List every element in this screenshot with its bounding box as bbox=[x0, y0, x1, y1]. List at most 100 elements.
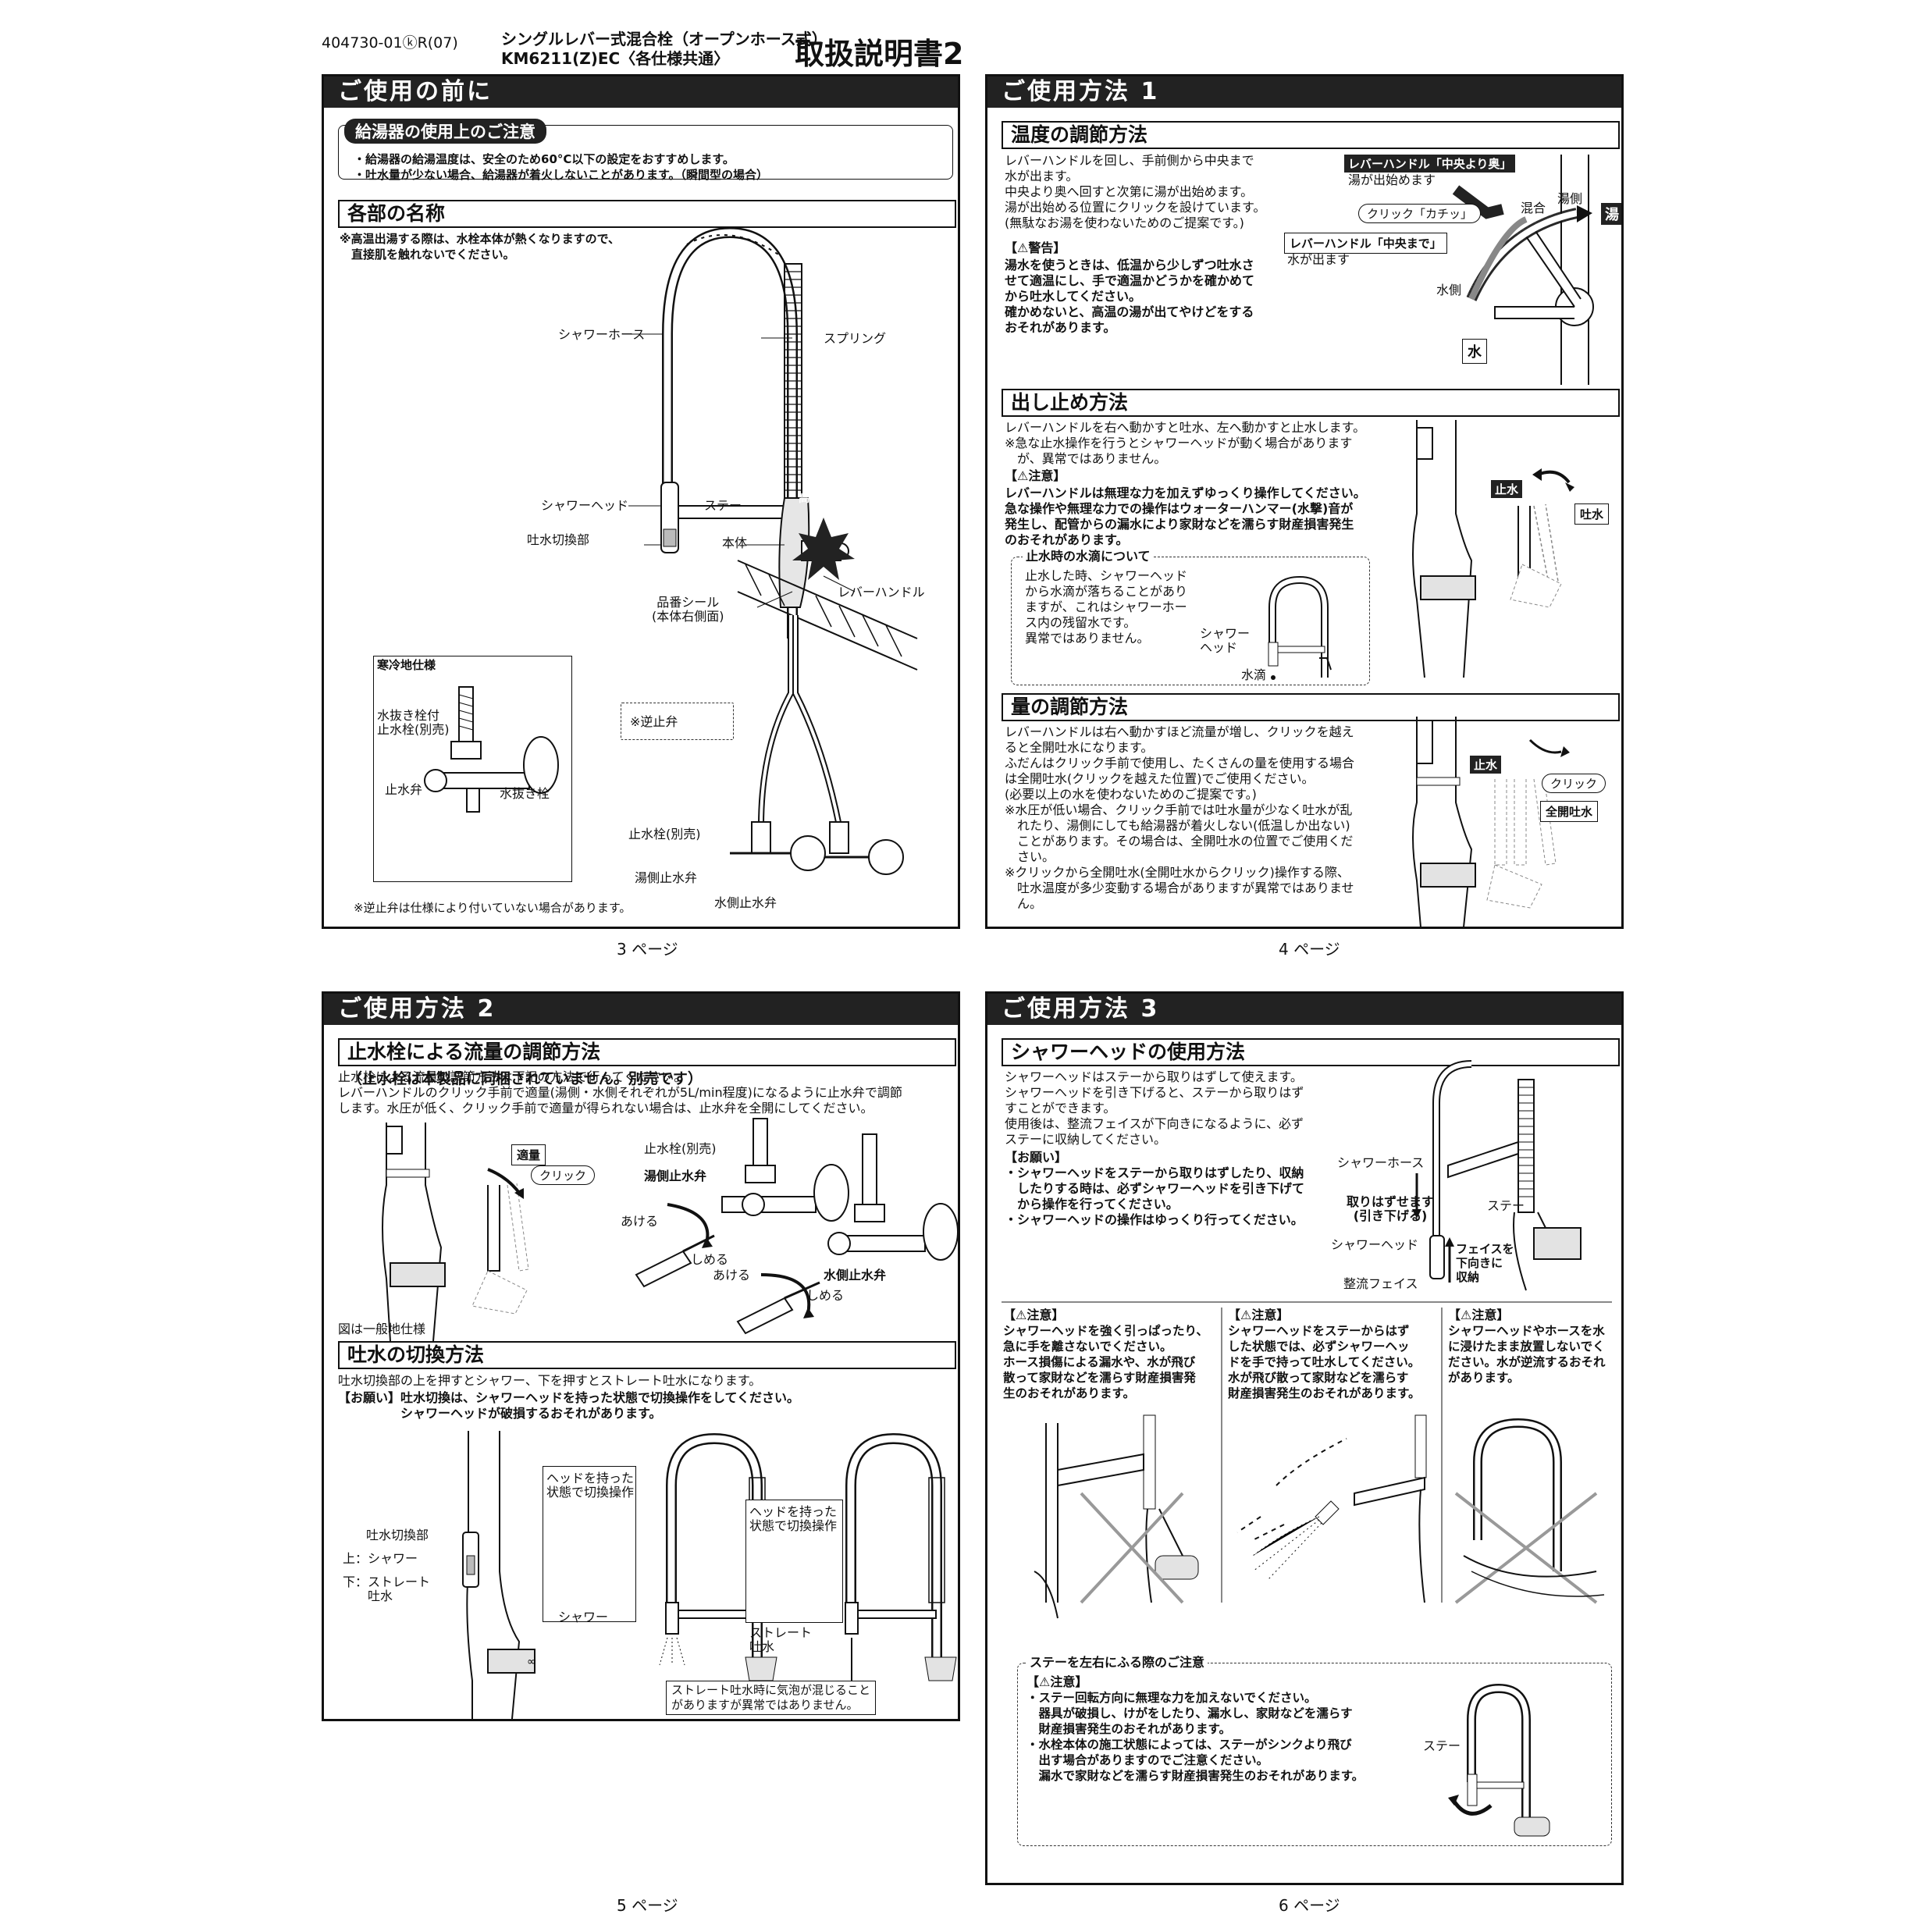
stopcock-valve-diagram bbox=[635, 1118, 958, 1335]
hold2-label: ヘッドを持った 状態で切換操作 bbox=[749, 1504, 838, 1533]
heater-notice-box bbox=[338, 125, 953, 180]
caution-divider bbox=[1002, 1301, 1612, 1603]
p6-face-label: 整流フェイス bbox=[1343, 1276, 1418, 1291]
page-6-title: ご使用方法 3 bbox=[987, 994, 1621, 1025]
temp-section-title: 温度の調節方法 bbox=[1002, 121, 1620, 149]
switch-section-title: 吐水の切換方法 bbox=[338, 1341, 956, 1369]
page-3-panel: ご使用の前に 給湯器の使用上のご注意 ・給湯器の給湯温度は、安全のため60°C以… bbox=[322, 74, 960, 929]
label-hot-valve: 湯側止水弁 bbox=[635, 870, 698, 885]
flow-full-box: 全開吐水 bbox=[1540, 801, 1599, 822]
label-hot-caution: 高温注意 bbox=[799, 493, 842, 505]
hot-side-label: 湯側 bbox=[1557, 191, 1583, 206]
page-3-footnote: ※逆止弁は仕様により付いていない場合があります。 bbox=[354, 901, 632, 915]
straight-mode-label: ストレート 吐水 bbox=[749, 1625, 813, 1654]
label-drain: 水抜き栓 bbox=[500, 786, 550, 801]
caution-illustrations bbox=[1034, 1414, 1605, 1619]
flow-diagram bbox=[1412, 717, 1570, 927]
page-5-title: ご使用方法 2 bbox=[324, 994, 958, 1025]
cold-region-title: 寒冷地仕様 bbox=[377, 658, 436, 672]
flow-section-title: 量の調節方法 bbox=[1002, 693, 1620, 721]
label-switch: 吐水切換部 bbox=[527, 532, 590, 547]
page-3-number: 3 ページ bbox=[617, 940, 678, 959]
faucet-diagram bbox=[628, 226, 918, 875]
page-4-title: ご使用方法 1 bbox=[987, 76, 1621, 108]
p6-head-label: シャワーヘッド bbox=[1331, 1237, 1419, 1252]
lever-back-tag: レバーハンドル「中央より奥」 bbox=[1344, 155, 1516, 173]
p5-stopcock-label: 止水栓(別売) bbox=[644, 1141, 717, 1156]
cold-side-label: 水側 bbox=[1436, 283, 1462, 297]
bubble-note: ストレート吐水時に気泡が混じること がありますが異常ではありません。 bbox=[666, 1681, 877, 1715]
label-shower-head: シャワーヘッド bbox=[541, 498, 629, 513]
page-5-panel: ご使用方法 2 止水栓による流量の調節方法（止水栓は本製品に同梱されていません。… bbox=[322, 991, 960, 1721]
lever-center-box: レバーハンドル「中央まで」 bbox=[1284, 233, 1447, 254]
spout-box: 吐水 bbox=[1574, 503, 1610, 525]
p5-click-oval: クリック bbox=[531, 1165, 596, 1185]
p6-face-down-label: フェイスを 下向きに 収納 bbox=[1456, 1242, 1514, 1284]
c2-text: シャワーヘッドをステーからはず した状態では、必ずシャワーヘッ ドを手で持って吐… bbox=[1228, 1324, 1421, 1400]
stopcock-text: 止水栓による流量の調節方法は下記の方法で行ってください。 レバーハンドルのクリッ… bbox=[338, 1069, 902, 1115]
label-drain-cock: 水抜き栓付 止水栓(別売) bbox=[377, 708, 450, 737]
c3-head: 【⚠注意】 bbox=[1448, 1308, 1510, 1322]
label-stopcock: 止水栓(別売) bbox=[628, 827, 701, 841]
switch-request: 【お願い】吐水切換は、シャワーヘッドを持った状態で切換操作をしてください。 シャ… bbox=[338, 1390, 800, 1421]
lever-back-sub: 湯が出始めます bbox=[1348, 173, 1436, 187]
showerhead-section-title: シャワーヘッドの使用方法 bbox=[1002, 1038, 1620, 1066]
flow-text: レバーハンドルは右へ動かすほど流量が増し、クリックを越え ると全開吐水になります… bbox=[1005, 724, 1355, 911]
heater-notice-text: ・給湯器の給湯温度は、安全のため60°C以下の設定をおすすめします。 ・吐水量が… bbox=[354, 152, 769, 182]
onoff-text: レバーハンドルを右へ動かすと吐水、左へ動かすと止水します。 ※急な止水操作を行う… bbox=[1005, 420, 1366, 466]
showerhead-request-text: ・シャワーヘッドをステーから取りはずしたり、収納 したりする時は、必ずシャワーヘ… bbox=[1005, 1165, 1305, 1227]
drip-text: 止水した時、シャワーヘッド から水滴が落ちることがあり ますが、これはシャワーホ… bbox=[1025, 568, 1188, 646]
p6-stay-label: ステー bbox=[1487, 1198, 1525, 1213]
mix-label: 混合 bbox=[1521, 201, 1546, 215]
parts-section-title: 各部の名称 bbox=[338, 200, 956, 228]
heater-notice-title: 給湯器の使用上のご注意 bbox=[344, 119, 546, 144]
flow-stop-tag: 止水 bbox=[1470, 756, 1502, 774]
general-spec-note: 図は一般地仕様 bbox=[338, 1322, 426, 1336]
drip-diagram bbox=[1268, 575, 1332, 680]
p5-cold-valve-label: 水側止水弁 bbox=[824, 1268, 887, 1283]
page-5-number: 5 ページ bbox=[617, 1896, 678, 1915]
c1-head: 【⚠注意】 bbox=[1003, 1308, 1065, 1322]
hold2-box bbox=[745, 1500, 843, 1623]
switch-shower-diagram bbox=[659, 1432, 957, 1681]
temp-warning-head: 【⚠警告】 bbox=[1005, 240, 1066, 255]
sw-down-label: 下：ストレート 吐水 bbox=[343, 1574, 431, 1603]
label-cold-valve: 水側止水弁 bbox=[714, 895, 777, 910]
stay-caution-text: ・ステー回転方向に無理な力を加えないでください。 器具が破損し、けがをしたり、漏… bbox=[1026, 1691, 1364, 1783]
label-spring: スプリング bbox=[824, 331, 887, 346]
sw-label: 吐水切換部 bbox=[366, 1528, 429, 1542]
p5-hot-valve-label: 湯側止水弁 bbox=[644, 1169, 707, 1183]
label-stop-valve: 止水弁 bbox=[385, 782, 423, 797]
onoff-diagram bbox=[1412, 420, 1574, 678]
switch-text: 吐水切換部の上を押すとシャワー、下を押すとストレート吐水になります。 bbox=[338, 1373, 762, 1388]
page-4-number: 4 ページ bbox=[1279, 940, 1340, 959]
p6-hose-label: シャワーホース bbox=[1337, 1155, 1425, 1170]
stopcock-title-main: 止水栓による流量の調節方法 bbox=[347, 1041, 601, 1063]
cold-region-box bbox=[373, 656, 572, 882]
c1-text: シャワーヘッドを強く引っぱったり、 急に手を離さないでください。 ホース損傷によ… bbox=[1003, 1324, 1208, 1400]
c2-head: 【⚠注意】 bbox=[1228, 1308, 1290, 1322]
stay-swing-diagram bbox=[1448, 1683, 1550, 1837]
adequate-box: 適量 bbox=[511, 1144, 546, 1165]
product-name: シングルレバー式混合栓（オープンホース式） KM6211(Z)EC〈各仕様共通〉 bbox=[501, 30, 827, 69]
shower-mode-label: シャワー bbox=[558, 1610, 609, 1624]
temp-text: レバーハンドルを回し、手前側から中央まで 水が出ます。 中央より奥へ回すと次第に… bbox=[1005, 153, 1266, 230]
parts-note: ※高温出湯する際は、水栓本体が熱くなりますので、 直接肌を触れないでください。 bbox=[340, 232, 620, 262]
click-label: クリック「カチッ」 bbox=[1358, 204, 1482, 223]
showerhead-request-head: 【お願い】 bbox=[1005, 1150, 1068, 1165]
drip-title: 止水時の水滴について bbox=[1023, 550, 1154, 564]
page-4-panel: ご使用方法 1 温度の調節方法 レバーハンドルを回し、手前側から中央まで 水が出… bbox=[985, 74, 1624, 929]
product-line-2: KM6211(Z)EC〈各仕様共通〉 bbox=[501, 49, 730, 68]
p5-open2-label: あける bbox=[713, 1268, 751, 1283]
label-body: 本体 bbox=[722, 535, 748, 550]
manual-title: 取扱説明書2 bbox=[795, 37, 964, 71]
lever-center-sub: 水が出ます bbox=[1287, 252, 1350, 267]
stay-caution-head: 【⚠注意】 bbox=[1026, 1674, 1088, 1689]
onoff-caution-head: 【⚠注意】 bbox=[1005, 468, 1066, 483]
p6-remove-label: 取りはずせます (引き下げる) bbox=[1347, 1194, 1435, 1223]
hold1-box bbox=[543, 1466, 636, 1622]
onoff-section-title: 出し止め方法 bbox=[1002, 389, 1620, 417]
switch-faucet-diagram: ∞ bbox=[462, 1431, 536, 1719]
drip-drop-label: 水滴 bbox=[1241, 667, 1267, 682]
flow-click-oval: クリック bbox=[1542, 774, 1606, 793]
